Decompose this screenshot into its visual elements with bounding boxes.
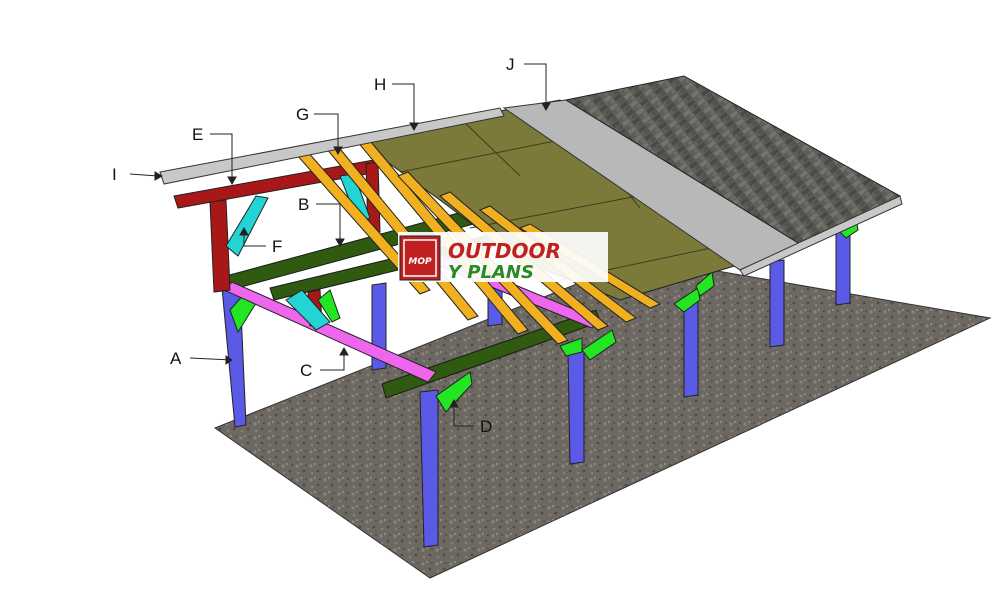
label-j: J (506, 55, 515, 74)
roof-edge-strip (739, 195, 903, 277)
label-i: I (112, 165, 117, 184)
brace-f (225, 195, 269, 257)
osb-sheathing-h (352, 99, 750, 301)
drip-edge-i (159, 107, 505, 185)
label-a: A (170, 349, 182, 368)
label-e: E (192, 125, 203, 144)
logo-line1: OUTDOOR (448, 239, 561, 263)
logo-badge (399, 235, 441, 281)
label-g: G (296, 105, 309, 124)
label-c: C (300, 361, 312, 380)
logo-line2: Y PLANS (448, 262, 534, 283)
center-supports (285, 289, 341, 331)
label-h: H (374, 75, 386, 94)
label-f: F (272, 237, 282, 256)
leader-lines (129, 63, 551, 427)
logo-badge-text: MOP (408, 257, 432, 267)
part-labels: A B C D E F G H I J (112, 55, 515, 436)
label-d: D (480, 417, 492, 436)
label-b: B (298, 195, 309, 214)
outdoor-plans-logo: MOP OUTDOOR Y PLANS (398, 232, 608, 283)
